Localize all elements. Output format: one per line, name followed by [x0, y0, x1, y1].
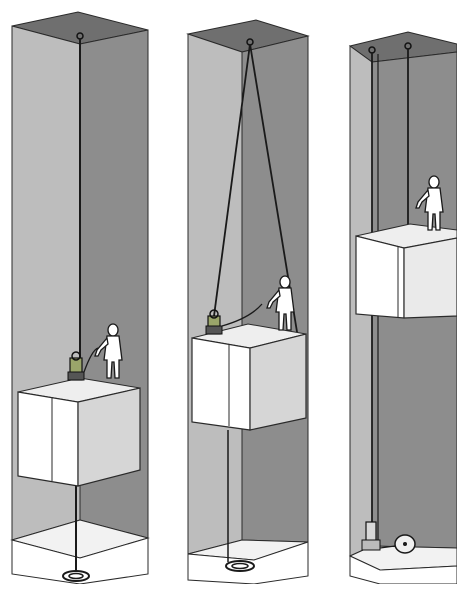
rope-coil-icon: [225, 560, 255, 572]
rope-coil-inner: [231, 562, 249, 570]
car-front: [191, 337, 251, 431]
rope-coil-icon: [62, 570, 90, 582]
pit-front-edge: [187, 541, 309, 585]
winch-hoist-icon: [361, 521, 381, 551]
hoist-rope-left: [213, 43, 251, 317]
ground-rope: [379, 545, 396, 549]
car-front: [355, 235, 405, 319]
control-cable: [83, 347, 99, 373]
panel-3: [348, 31, 457, 585]
winch-hoist-icon: [205, 309, 223, 335]
car-side: [249, 333, 307, 431]
panel-2: [186, 19, 310, 585]
car-side: [403, 237, 457, 319]
control-cable: [221, 303, 263, 327]
panel-1: [10, 11, 150, 585]
pit-front-edge: [11, 537, 149, 585]
pulley-hub: [403, 542, 407, 546]
shaft-back-wall: [241, 35, 309, 543]
car-side: [77, 387, 141, 487]
shaft-left-wall: [187, 33, 243, 555]
pit-front-edge: [349, 555, 457, 585]
rope-coil-inner: [68, 572, 84, 580]
winch-hoist-icon: [67, 351, 85, 381]
car-front: [17, 391, 79, 487]
